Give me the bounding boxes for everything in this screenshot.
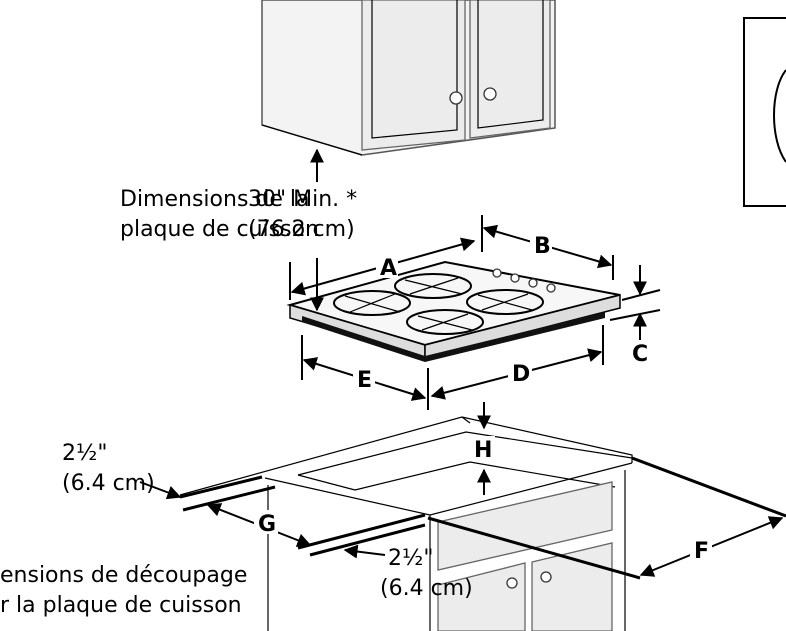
- cooktop-dims-line1: Dimensions de la: [120, 187, 309, 212]
- cutout-dims-line1: ensions de découpage: [0, 563, 247, 588]
- dimension-g: [139, 475, 426, 559]
- base-cabinet: [179, 416, 633, 631]
- letter-f: F: [694, 539, 709, 564]
- upper-cabinet: [261, 0, 556, 156]
- gap-right-line2: (6.4 cm): [380, 576, 473, 601]
- dimension-c: [609, 265, 661, 340]
- letter-c: C: [632, 342, 648, 367]
- cutout-dims-line2: r la plaque de cuisson: [0, 593, 242, 618]
- gap-left-line1: 2½": [62, 441, 107, 466]
- clearance-line1: 30" Min. *: [248, 187, 357, 212]
- letter-g: G: [258, 512, 276, 537]
- gap-left-line2: (6.4 cm): [62, 471, 155, 496]
- cabinet-knob-right: [483, 87, 497, 101]
- letter-d: D: [512, 362, 530, 387]
- detail-inset: [743, 17, 786, 207]
- cooktop: [286, 260, 621, 362]
- cabinet-knob-left: [449, 91, 463, 105]
- letter-a: A: [380, 256, 397, 281]
- clearance-line2: (76.2 cm): [248, 217, 355, 242]
- letter-h: H: [474, 438, 492, 463]
- cooktop-dims-line2: plaque de cuisson: [120, 217, 319, 242]
- gap-right-line1: 2½": [388, 546, 433, 571]
- letter-b: B: [534, 234, 551, 259]
- control-knobs: [492, 268, 556, 293]
- letter-e: E: [357, 368, 372, 393]
